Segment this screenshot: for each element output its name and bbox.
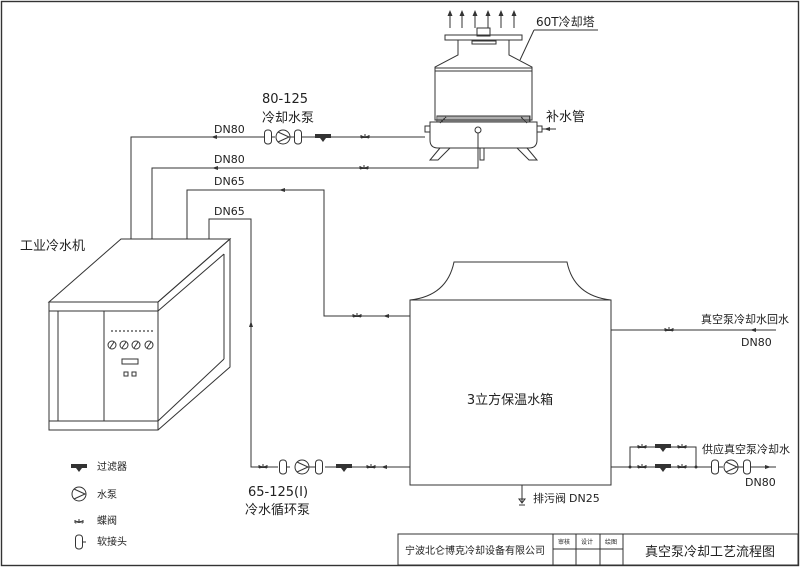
drain-valve: 排污阀 DN25 xyxy=(518,485,600,506)
legend-item: 软接头 xyxy=(75,534,127,550)
flexible-joint-icon xyxy=(294,129,302,145)
pump-icon xyxy=(275,129,291,145)
legend: 过滤器 水泵 蝶阀 软接头 xyxy=(71,460,127,550)
butterfly-valve-icon xyxy=(359,164,369,170)
legend-item: 水泵 xyxy=(71,486,117,502)
circulation-pump-label: 冷水循环泵 xyxy=(245,503,310,518)
supply-label: 供应真空泵冷却水 xyxy=(702,442,790,456)
display-screen xyxy=(121,358,139,365)
signoff-review: 审核 xyxy=(558,538,570,546)
butterfly-valve-icon xyxy=(677,443,687,449)
butterfly-valve-icon xyxy=(74,518,84,524)
pipe-size-label: DN65 xyxy=(214,205,245,218)
title-block: 宁波北仑博克冷却设备有限公司 审核 设计 绘图 真空泵冷却工艺流程图 xyxy=(397,533,799,566)
butterfly-valve-icon xyxy=(677,463,687,469)
fill-media xyxy=(436,115,531,123)
makeup-pipe-label: 补水管 xyxy=(546,110,585,125)
legend-item: 蝶阀 xyxy=(74,514,117,527)
tower-leader-line xyxy=(519,29,535,61)
flexible-joint-icon xyxy=(743,459,751,475)
signoff-drawing: 绘图 xyxy=(605,538,617,546)
cooling-pump-label: 冷却水泵 xyxy=(262,111,314,126)
control-button xyxy=(131,371,137,377)
control-panel xyxy=(107,330,154,377)
filter-icon xyxy=(71,464,87,472)
return-size: DN80 xyxy=(741,336,772,349)
exhaust-arrows xyxy=(447,10,517,28)
pipe-size-label: DN80 xyxy=(214,123,245,136)
cooling-tower-label: 60T冷却塔 xyxy=(536,15,595,29)
cooling-tower: 60T冷却塔 补水管 xyxy=(424,10,598,161)
cooling-pump-model: 80-125 xyxy=(262,92,308,107)
insulated-water-tank: 3立方保温水箱 排污阀 DN25 xyxy=(409,261,612,506)
flexible-joint-icon xyxy=(279,459,287,475)
pipe-dn80-cooling-return: DN80 xyxy=(151,133,479,239)
company-name: 宁波北仑博克冷却设备有限公司 xyxy=(405,544,545,557)
legend-item: 过滤器 xyxy=(71,460,127,473)
industrial-chiller: 工业冷水机 xyxy=(20,237,232,431)
makeup-pipe: 补水管 xyxy=(542,110,585,131)
control-button xyxy=(123,371,129,377)
svg-text:过滤器: 过滤器 xyxy=(97,460,127,473)
supply-size: DN80 xyxy=(745,476,776,489)
vacuum-pump-return-line: 真空泵冷却水回水 DN80 xyxy=(611,312,789,349)
pump-icon xyxy=(71,486,87,502)
pump-icon xyxy=(723,459,739,475)
flexible-joint-icon xyxy=(264,129,272,145)
chiller-label: 工业冷水机 xyxy=(20,239,85,254)
svg-text:蝶阀: 蝶阀 xyxy=(97,514,117,527)
butterfly-valve-icon xyxy=(664,326,674,332)
pipe-size-label: DN65 xyxy=(214,175,245,188)
filter-icon xyxy=(315,134,331,142)
drain-size: DN25 xyxy=(569,492,600,505)
butterfly-valve-icon xyxy=(366,463,376,469)
flexible-joint-icon xyxy=(315,459,323,475)
cooling-water-pump-set xyxy=(264,129,331,145)
circulation-pump-set xyxy=(279,459,352,475)
butterfly-valve-icon xyxy=(258,463,268,469)
flexible-joint-icon xyxy=(75,534,83,550)
drawing-title: 真空泵冷却工艺流程图 xyxy=(645,545,775,560)
butterfly-valve-icon xyxy=(637,443,647,449)
pipe-size-label: DN80 xyxy=(214,153,245,166)
vacuum-pump-supply-line: 供应真空泵冷却水 DN80 xyxy=(611,442,790,489)
filter-icon xyxy=(655,464,671,472)
butterfly-valve-icon xyxy=(637,463,647,469)
signoff-design: 设计 xyxy=(581,538,593,546)
filter-icon xyxy=(655,444,671,452)
pipe-dn80-cooling-supply: DN80 80-125 冷却水泵 xyxy=(130,92,425,239)
circulation-pump-model: 65-125(I) xyxy=(248,485,308,500)
pump-icon xyxy=(294,459,310,475)
drain-label: 排污阀 xyxy=(533,491,566,505)
flexible-joint-icon xyxy=(711,459,719,475)
svg-text:软接头: 软接头 xyxy=(97,535,127,548)
pipe-dn65-chilled-in: DN65 xyxy=(186,175,410,318)
butterfly-valve-icon xyxy=(352,312,362,318)
butterfly-valve-icon xyxy=(360,133,370,139)
svg-text:水泵: 水泵 xyxy=(97,489,117,501)
filter-icon xyxy=(336,464,352,472)
tank-label: 3立方保温水箱 xyxy=(467,392,553,408)
return-label: 真空泵冷却水回水 xyxy=(701,312,789,326)
pipe-dn65-chilled-out: DN65 65-125(I) 冷水循环泵 xyxy=(208,205,410,518)
